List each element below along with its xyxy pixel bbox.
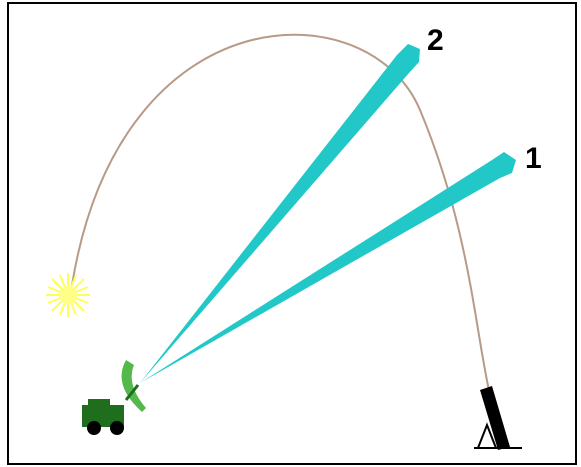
beam-label-2: 2: [427, 24, 444, 57]
beam-label-1: 1: [525, 142, 542, 175]
sun-icon: [46, 273, 90, 317]
radar-beam-1: [140, 152, 516, 383]
radar-vehicle-icon: [82, 399, 124, 435]
radar-beam-2: [140, 44, 420, 383]
diagram-frame: [7, 2, 577, 465]
launcher-icon: [474, 386, 522, 450]
radar-dish-icon: [121, 360, 146, 412]
